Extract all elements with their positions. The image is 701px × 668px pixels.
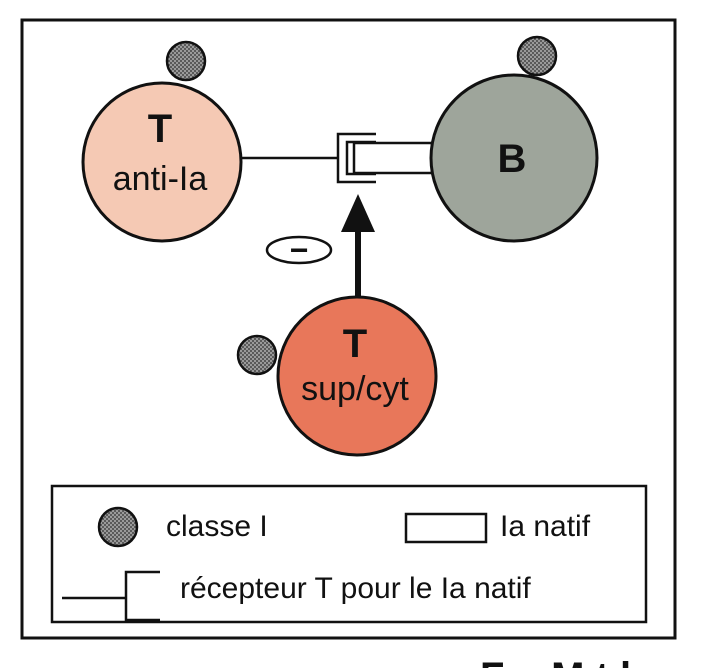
legend: classe I Ia natif récepteur T pour le Ia…	[50, 484, 648, 624]
t-sup-cyt-subtitle: sup/cyt	[301, 370, 409, 408]
legend-classe-i-icon	[97, 506, 139, 548]
t-sup-cyt-cell: T sup/cyt	[276, 295, 438, 457]
legend-ia-natif-label: Ia natif	[500, 510, 591, 543]
suppression-arrow-head	[341, 194, 375, 232]
footer-fragment: Fr...M.t.l	[480, 655, 631, 668]
legend-frame	[50, 484, 648, 624]
t-anti-ia-subtitle: anti-Ia	[113, 160, 208, 198]
t-sup-cyt-title: T	[343, 322, 367, 366]
b-cell-title: B	[498, 137, 527, 181]
diagram-frame	[20, 18, 677, 640]
suppression-sign-symbol: −	[290, 232, 309, 268]
classe-i-marker-b-cell	[516, 35, 558, 77]
ia-natif-rect	[352, 141, 434, 175]
legend-recepteur-bracket	[124, 570, 160, 622]
b-cell-circle	[429, 73, 599, 243]
legend-ia-natif-icon	[404, 512, 488, 544]
classe-i-marker-t-sup-cyt	[236, 334, 278, 376]
t-sup-cyt-circle	[276, 295, 438, 457]
suppression-sign-ellipse	[265, 235, 333, 265]
legend-recepteur-label: récepteur T pour le Ia natif	[180, 572, 531, 605]
t-receptor-bracket	[336, 132, 376, 184]
t-anti-ia-title: T	[148, 107, 172, 151]
legend-classe-i-label: classe I	[166, 510, 268, 543]
b-cell: B	[429, 73, 599, 243]
t-anti-ia-cell: T anti-Ia	[81, 81, 243, 243]
classe-i-marker-t-anti-ia	[165, 40, 207, 82]
t-anti-ia-circle	[81, 81, 243, 243]
